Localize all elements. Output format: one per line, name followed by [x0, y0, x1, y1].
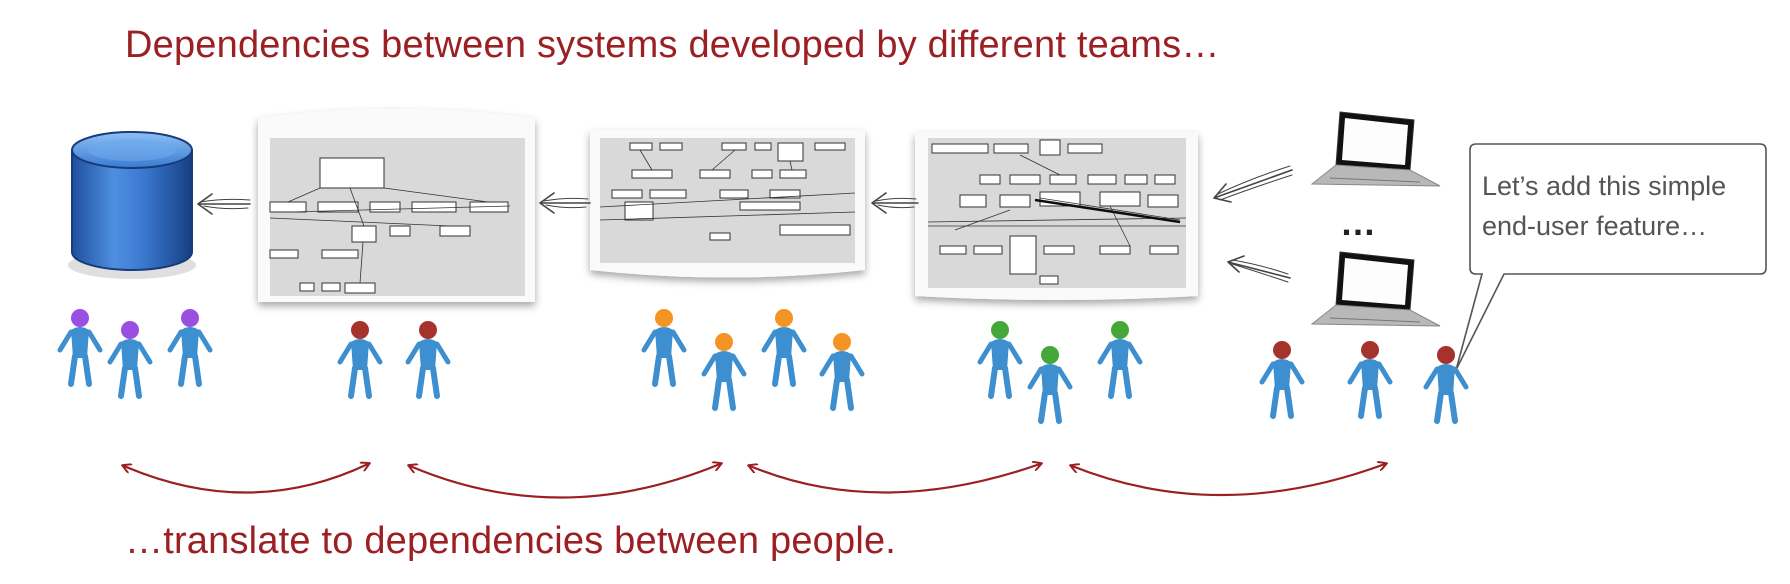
architecture-diagram-2	[590, 130, 865, 278]
person-icon	[405, 321, 451, 399]
database-icon	[68, 131, 196, 279]
people-arrow-4	[1072, 464, 1385, 497]
system-dependency-arrows	[197, 165, 1293, 283]
dependency-arrow-5	[1227, 255, 1291, 283]
speech-line-1: Let’s add this simple	[1482, 171, 1727, 201]
person-icon	[1423, 346, 1469, 424]
people-arrow-3	[750, 464, 1040, 494]
person-icon	[337, 321, 383, 399]
person-icon	[167, 309, 213, 387]
laptop-icon	[1310, 251, 1441, 327]
person-icon	[1347, 341, 1393, 419]
architecture-diagram-3	[915, 132, 1198, 300]
dependency-arrow-3	[871, 192, 919, 214]
people-arrow-1	[124, 464, 368, 494]
person-icon	[761, 309, 807, 387]
architecture-diagram-1	[258, 109, 535, 302]
person-icon	[701, 333, 747, 411]
speech-bubble-text: Let’s add this simple end-user feature…	[1482, 166, 1772, 246]
person-icon	[1027, 346, 1073, 424]
people-arrow-2	[410, 464, 720, 499]
laptop-icon	[1310, 111, 1441, 187]
person-icon	[57, 309, 103, 387]
person-icon	[819, 333, 865, 411]
dependency-arrow-4	[1213, 165, 1293, 203]
people-dependency-arrows	[124, 464, 1385, 499]
person-icon	[1259, 341, 1305, 419]
person-icon	[107, 321, 153, 399]
person-icon	[977, 321, 1023, 399]
person-icon	[1097, 321, 1143, 399]
dependency-arrow-2	[539, 192, 591, 214]
dependency-arrow-1	[197, 193, 251, 215]
person-icon	[641, 309, 687, 387]
more-clients-ellipsis: …	[1340, 202, 1379, 243]
diagram-footer: …translate to dependencies between peopl…	[125, 520, 897, 562]
diagram-title: Dependencies between systems developed b…	[125, 24, 1220, 66]
people-layer	[57, 309, 1469, 424]
speech-line-2: end-user feature…	[1482, 211, 1708, 241]
